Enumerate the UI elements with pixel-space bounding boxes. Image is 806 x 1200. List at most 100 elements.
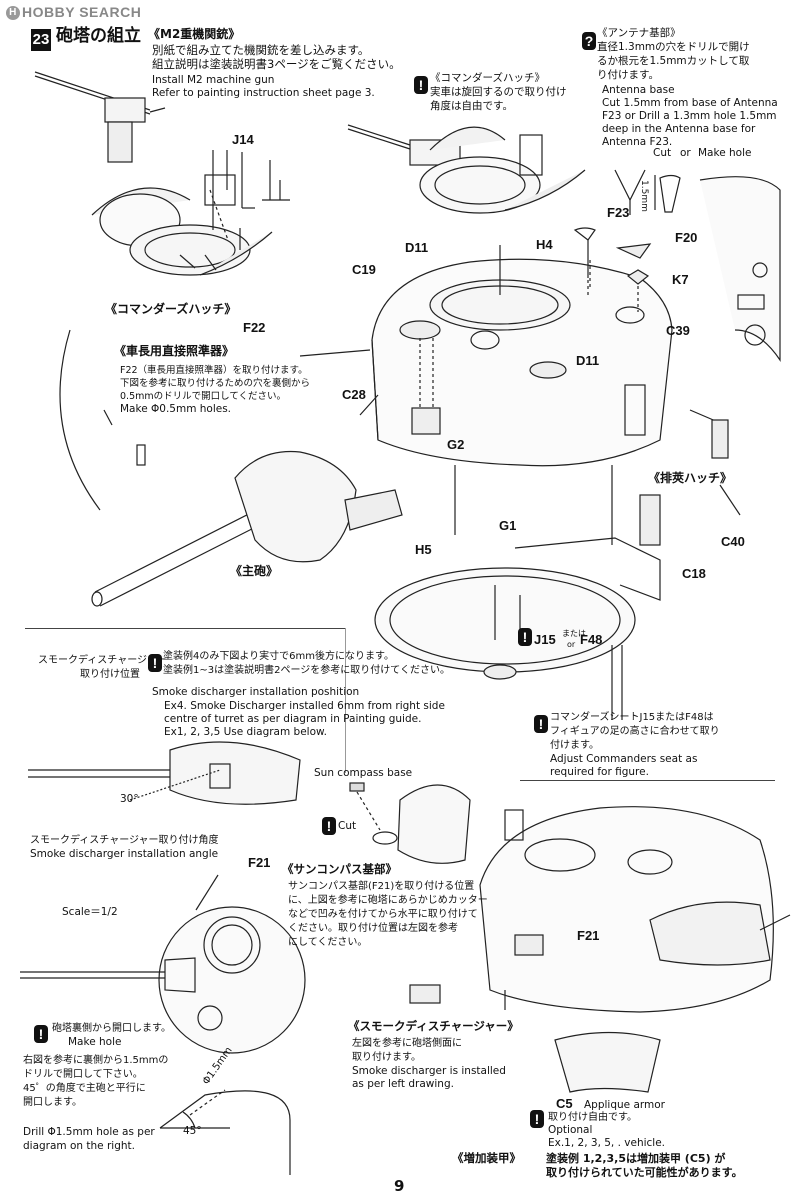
seat-en1: Adjust Commanders seat as xyxy=(550,753,698,765)
cmd-hatch-jp2: 角度は自由です。 xyxy=(430,100,513,112)
hole-jp1: 右図を参考に裏側から1.5mmの xyxy=(23,1055,169,1066)
step-title: 砲塔の組立 xyxy=(56,26,141,46)
part-c18: C18 xyxy=(682,566,706,581)
smoke-pos-en2: centre of turret as per diagram in Paint… xyxy=(164,713,422,725)
antenna-jp2: るか根元を1.5mmカットして取 xyxy=(597,55,750,67)
antenna-en1: Cut 1.5mm from base of Antenna xyxy=(602,97,778,109)
seat-en2: required for figure. xyxy=(550,766,649,778)
part-h4: H4 xyxy=(536,237,553,252)
f22-jp2: 下図を参考に取り付けるための穴を裏側から xyxy=(120,378,311,389)
hole-en1: Drill Φ1.5mm hole as per xyxy=(23,1126,155,1138)
turret-outline-arc-drawing xyxy=(59,329,101,511)
section-divider-right xyxy=(520,780,775,781)
smoke-pos-en-head: Smoke discharger installation poshition xyxy=(152,686,360,698)
part-f20: F20 xyxy=(675,230,698,245)
part-c5: C5 xyxy=(556,1096,573,1111)
m2-heading: 《M2重機関銃》 xyxy=(148,27,241,41)
commanders-hatch-left-drawing xyxy=(91,150,273,276)
caption-commanders-hatch: 《コマンダーズハッチ》 xyxy=(105,302,237,316)
f22-jp1: F22（車長用直接照準器）を取り付けます。 xyxy=(120,365,308,376)
caption-ejection-hatch: 《排莢ハッチ》 xyxy=(648,471,733,485)
hole-en2: diagram on the right. xyxy=(23,1140,135,1152)
seat-jp1: コマンダーズシートJ15またはF48は xyxy=(550,712,714,723)
part-f23: F23 xyxy=(607,205,630,220)
part-d11-b: D11 xyxy=(576,353,600,368)
smoke-discharger-jp1: 左図を参考に砲塔側面に xyxy=(352,1038,462,1049)
page-number: 9 xyxy=(394,1177,405,1195)
part-f48: F48 xyxy=(580,632,603,647)
smoke-pos-jp1: 塗装例4のみ下図より実寸で6mm後方になります。 xyxy=(163,651,395,662)
m2-en1: Install M2 machine gun xyxy=(152,74,275,86)
sun-compass-base-label: Sun compass base xyxy=(314,767,413,779)
smoke-pos-label2: 取り付け位置 xyxy=(80,669,140,680)
sun-compass-jp2: に、上図を参考に砲塔にあらかじめカッター xyxy=(288,895,488,906)
sun-compass-heading: 《サンコンパス基部》 xyxy=(282,862,397,876)
m2-machine-gun-drawing xyxy=(34,71,166,163)
scale-label: Scale＝1/2 xyxy=(62,906,118,918)
antenna-cut-diagram xyxy=(614,169,681,215)
j14-part-drawing xyxy=(209,152,290,241)
main-gun-drawing xyxy=(91,450,403,607)
exclamation-icon: ! xyxy=(414,76,428,94)
caption-main-gun: 《主砲》 xyxy=(230,564,279,578)
m2-jp2: 組立説明は塗装説明書3ページをご覧ください。 xyxy=(152,57,401,71)
section-divider-vertical xyxy=(345,628,346,773)
m2-en2: Refer to painting instruction sheet page… xyxy=(152,87,375,99)
part-f22: F22 xyxy=(243,320,266,335)
cmd-hatch-jp1: 実車は旋回するので取り付け xyxy=(430,86,567,98)
antenna-dim-label: 1.5mm xyxy=(639,180,649,212)
seat-jp2: フィギュアの足の高さに合わせて取り xyxy=(550,726,720,737)
small-parts-drawing xyxy=(573,227,652,312)
antenna-en2: F23 or Drill a 1.3mm hole 1.5mm xyxy=(602,110,777,122)
sun-compass-jp1: サンコンパス基部(F21)を取り付ける位置 xyxy=(288,881,475,892)
hole-jp4: 開口します。 xyxy=(23,1097,82,1108)
applique-en-title: Applique armor xyxy=(584,1099,666,1111)
part-j14: J14 xyxy=(232,132,254,147)
exclamation-icon: ! xyxy=(518,628,532,646)
antenna-en4: Antenna F23. xyxy=(602,136,673,148)
part-g2: G2 xyxy=(447,437,465,452)
antenna-jp1: 直径1.3mmの穴をドリルで開け xyxy=(597,41,750,53)
sun-compass-jp5: にしてください。 xyxy=(288,937,368,948)
j15-or-jp: または xyxy=(562,629,586,638)
part-c19: C19 xyxy=(352,262,376,277)
antenna-jp3: り付けます。 xyxy=(597,69,659,81)
part-k7: K7 xyxy=(672,272,689,287)
f22-jp3: 0.5mmのドリルで開口してください。 xyxy=(120,391,287,402)
hole-jp3: 45゜の角度で主砲と平行に xyxy=(23,1083,146,1094)
addon-heading: 《増加装甲》 xyxy=(452,1151,521,1165)
sun-compass-cut-label: Cut xyxy=(338,820,357,832)
exclamation-icon: ! xyxy=(530,1110,544,1128)
applique-armor-c5-drawing xyxy=(554,1031,661,1093)
part-j15: J15 xyxy=(534,632,556,647)
m2-jp1: 別紙で組み立てた機関銃を差し込みます。 xyxy=(152,43,370,57)
antenna-make-hole-label: Make hole xyxy=(698,147,752,159)
turret-ring-h5-drawing xyxy=(374,537,661,720)
drill-angle-diagram xyxy=(159,1089,291,1175)
cmd-hatch-heading: 《コマンダーズハッチ》 xyxy=(430,72,545,84)
antenna-or-label: or xyxy=(680,147,691,159)
sun-compass-jp3: などで凹みを付けてから水平に取り付けて xyxy=(288,909,478,920)
commanders-hatch-center-drawing xyxy=(347,124,586,214)
section-divider-left xyxy=(25,628,345,629)
f22-en1: Make Φ0.5mm holes. xyxy=(120,403,232,415)
turret-side-view-drawing xyxy=(28,741,301,805)
part-c39: C39 xyxy=(666,323,690,338)
part-d11-a: D11 xyxy=(405,240,429,255)
smoke-pos-en1: Ex4. Smoke Discharger installed 6mm from… xyxy=(164,700,445,712)
part-f21-a: F21 xyxy=(248,855,271,870)
angle-en: Smoke discharger installation angle xyxy=(30,848,219,860)
part-h5: H5 xyxy=(415,542,432,557)
angle-30-label: 30° xyxy=(120,793,139,805)
applique-jp1: 取り付け自由です。 xyxy=(548,1112,637,1123)
j15-or-en: or xyxy=(567,640,576,649)
antenna-cut-label: Cut xyxy=(653,147,672,159)
hole-mark xyxy=(136,444,146,466)
step-number: 23 xyxy=(31,29,51,51)
smoke-discharger-en2: as per left drawing. xyxy=(352,1078,454,1090)
f22-heading: 《車長用直接照準器》 xyxy=(114,344,235,358)
smoke-discharger-heading: 《スモークディスチャージャー》 xyxy=(348,1019,519,1033)
turret-bottom-right-drawing xyxy=(409,806,791,1013)
hole-45-label: 45° xyxy=(183,1125,202,1137)
